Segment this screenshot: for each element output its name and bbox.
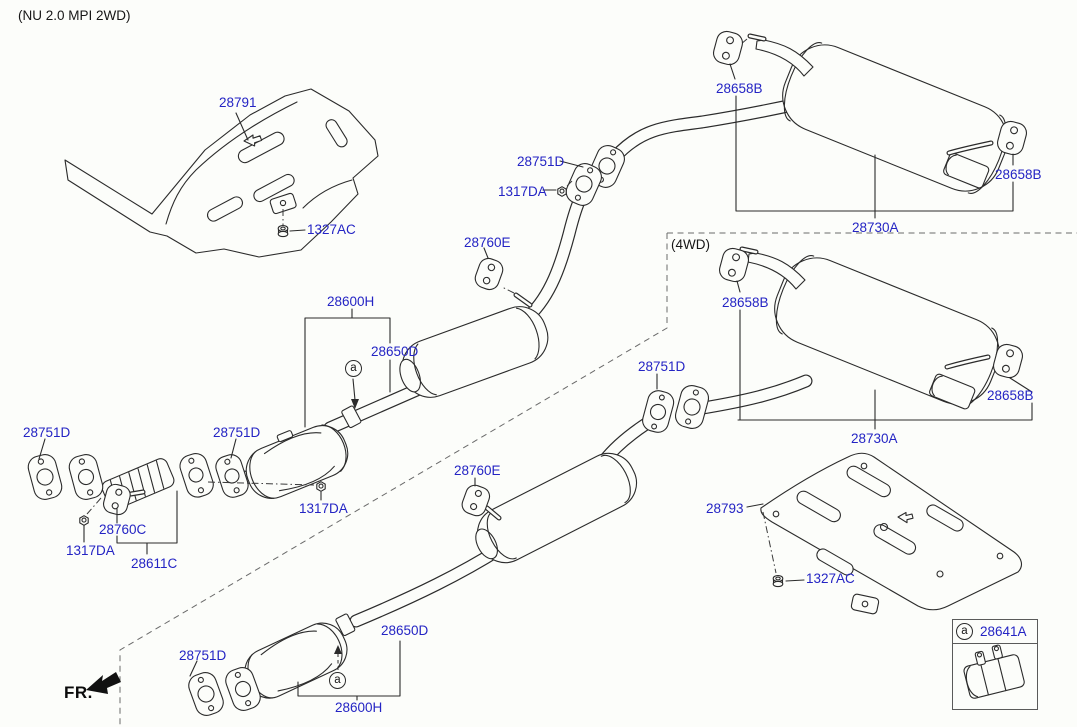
hanger-rubber-28658b-2wd-right bbox=[996, 120, 1028, 156]
fr-direction-arrow-icon bbox=[86, 672, 121, 694]
part-label-28658b-2wd-left[interactable]: 28658B bbox=[716, 81, 763, 96]
part-label-1317da-mid[interactable]: 1317DA bbox=[299, 501, 348, 516]
legend-marker-a: a bbox=[956, 623, 973, 640]
legend-box: a 28641A bbox=[952, 619, 1038, 710]
clamp-28641a-4wd bbox=[335, 613, 356, 637]
nut-1317da-left-icon bbox=[79, 515, 89, 526]
part-label-28791[interactable]: 28791 bbox=[219, 95, 257, 110]
legend-part-28641a[interactable]: 28641A bbox=[980, 624, 1027, 639]
part-label-1317da-left[interactable]: 1317DA bbox=[66, 543, 115, 558]
rear-muffler-2wd bbox=[739, 33, 1008, 194]
part-label-28793[interactable]: 28793 bbox=[706, 501, 744, 516]
part-label-28658b-4wd-left[interactable]: 28658B bbox=[722, 295, 769, 310]
center-muffler-4wd bbox=[475, 452, 638, 564]
part-label-28611c[interactable]: 28611C bbox=[131, 556, 178, 571]
part-label-1317da-top[interactable]: 1317DA bbox=[498, 184, 547, 199]
part-label-28730a-2wd[interactable]: 28730A bbox=[852, 220, 899, 235]
part-label-28751d-4wd[interactable]: 28751D bbox=[638, 359, 686, 374]
part-label-28658b-4wd-right[interactable]: 28658B bbox=[987, 388, 1034, 403]
part-label-28751d-front[interactable]: 28751D bbox=[23, 425, 71, 440]
part-label-28650d-2wd[interactable]: 28650D bbox=[371, 344, 419, 359]
variant-label-4wd: (4WD) bbox=[671, 237, 710, 252]
marker-a-2wd: a bbox=[345, 360, 362, 377]
gasket-28751d-4wd bbox=[642, 390, 675, 433]
gasket-28751d-mid bbox=[215, 454, 249, 498]
part-label-28760c[interactable]: 28760C bbox=[99, 522, 147, 537]
bolt-1327ac-top-icon bbox=[277, 224, 289, 238]
marker-a-4wd: a bbox=[329, 672, 346, 689]
part-label-28600h-4wd[interactable]: 28600H bbox=[335, 700, 383, 715]
hanger-rubber-28658b-4wd-right bbox=[992, 343, 1024, 379]
hanger-rubber-28658b-4wd-left bbox=[718, 247, 750, 283]
part-label-1327ac-top[interactable]: 1327AC bbox=[307, 222, 356, 237]
part-label-28751d-4wd-front[interactable]: 28751D bbox=[179, 648, 227, 663]
flange-cat-inlet bbox=[179, 453, 214, 498]
heat-shield-28791 bbox=[64, 88, 379, 258]
flange-front-pipe bbox=[68, 454, 104, 500]
part-label-28650d-4wd[interactable]: 28650D bbox=[381, 623, 429, 638]
part-label-28751d-mid[interactable]: 28751D bbox=[213, 425, 261, 440]
diagram-title: (NU 2.0 MPI 2WD) bbox=[18, 8, 131, 23]
nut-1317da-mid-icon bbox=[316, 481, 326, 492]
part-label-28760e-2wd[interactable]: 28760E bbox=[464, 235, 511, 250]
legend-header: a 28641A bbox=[953, 620, 1037, 644]
part-label-28751d-top[interactable]: 28751D bbox=[517, 154, 565, 169]
hanger-rubber-28760e-2wd bbox=[474, 257, 504, 291]
gasket-28751d-front bbox=[27, 454, 63, 500]
fr-label: FR. bbox=[64, 683, 93, 702]
heat-shield-28793 bbox=[760, 452, 1023, 615]
catalytic-converter-2wd bbox=[245, 424, 349, 499]
hanger-rubber-28760e-4wd bbox=[461, 484, 491, 517]
center-muffler-2wd bbox=[399, 306, 549, 398]
part-label-28730a-4wd[interactable]: 28730A bbox=[851, 431, 898, 446]
gasket-28751d-top bbox=[565, 163, 602, 206]
legend-clamp-28641a-drawing bbox=[963, 644, 1025, 699]
clamp-28641a-2wd bbox=[341, 405, 362, 429]
part-label-28658b-2wd-right[interactable]: 28658B bbox=[995, 167, 1042, 182]
part-label-28760e-4wd[interactable]: 28760E bbox=[454, 463, 501, 478]
part-label-1327ac-4wd[interactable]: 1327AC bbox=[806, 571, 855, 586]
4wd-boundary-dashed bbox=[119, 232, 1077, 727]
flange-28751d-4wd bbox=[674, 385, 710, 429]
hanger-rubber-28658b-2wd-left bbox=[712, 30, 744, 66]
bolt-1327ac-4wd-icon bbox=[772, 574, 784, 588]
part-label-28600h-2wd[interactable]: 28600H bbox=[327, 294, 375, 309]
gasket-28751d-4wd-front bbox=[188, 672, 224, 716]
callout-leader-lines bbox=[38, 63, 1033, 701]
flange-28751d-4wd-front bbox=[225, 667, 261, 711]
hanger-rubber-28760c bbox=[102, 483, 131, 516]
nut-1317da-top-icon bbox=[557, 186, 567, 197]
